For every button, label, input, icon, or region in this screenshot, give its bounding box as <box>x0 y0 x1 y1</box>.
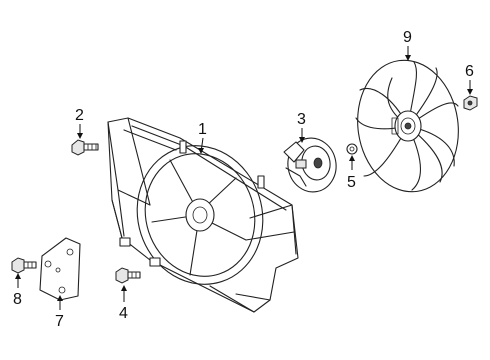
callout-6: 6 <box>465 63 474 80</box>
callout-9: 9 <box>403 29 412 46</box>
nut-part-6 <box>463 95 478 111</box>
callout-1: 1 <box>198 121 207 138</box>
callout-7: 7 <box>55 313 64 330</box>
leader-lines <box>15 46 473 310</box>
washer-part-5 <box>346 143 358 155</box>
callout-3: 3 <box>297 111 306 128</box>
callout-5: 5 <box>347 174 356 191</box>
bolt-part-8 <box>11 257 37 274</box>
bolt-part-4 <box>115 267 141 284</box>
fan-shroud-part-1 <box>107 117 299 313</box>
callout-4: 4 <box>119 305 128 322</box>
fan-blade-part-9 <box>355 59 459 193</box>
bracket-plate-part-7 <box>39 237 81 301</box>
callout-2: 2 <box>75 107 84 124</box>
callout-8: 8 <box>13 291 22 308</box>
fan-motor-part-3 <box>283 137 337 193</box>
bolt-part-2 <box>71 139 99 156</box>
